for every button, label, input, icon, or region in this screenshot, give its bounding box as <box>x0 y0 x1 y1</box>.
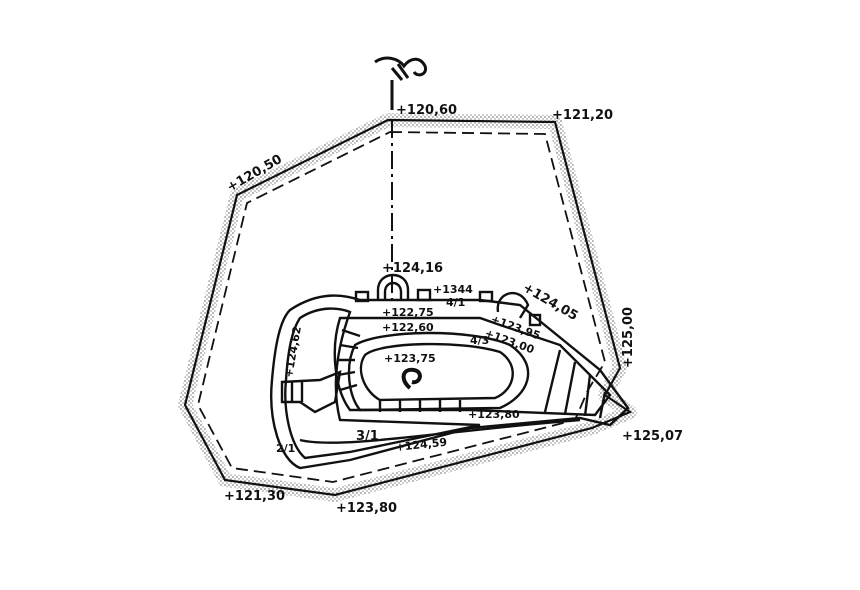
elev-tail: +125,07 <box>622 429 683 444</box>
slope-west: 2/1 <box>276 442 295 455</box>
elev-south-inner: +123,80 <box>468 408 520 421</box>
elev-west-gate: +124,62 <box>282 325 304 378</box>
elev-bottom-mid: +123,80 <box>336 501 397 516</box>
slope-top: 4/1 <box>446 296 465 309</box>
elev-rampart: +1344 <box>433 283 473 296</box>
elev-court: +123,75 <box>384 352 436 365</box>
slope-court-top: 4/3 <box>470 334 489 347</box>
elev-south-ditch: +124,59 <box>395 436 448 454</box>
elev-top-left: +120,60 <box>396 103 457 118</box>
fort <box>270 273 630 470</box>
elev-inner-2: +122,60 <box>382 321 434 334</box>
elev-tower-north: +124,16 <box>382 261 443 276</box>
elev-top-right: +121,20 <box>552 108 613 123</box>
elev-bottom-left: +121,30 <box>224 489 285 504</box>
spiral-icon <box>401 367 422 390</box>
slope-bailey: 3/1 <box>356 429 379 444</box>
outer-enclosure <box>178 113 637 502</box>
north-arrow-icon <box>374 56 428 110</box>
elev-inner-1: +122,75 <box>382 306 434 319</box>
slope-labels: 4/1 4/3 3/1 2/1 <box>276 296 489 455</box>
elev-right: +125,00 <box>621 307 636 368</box>
